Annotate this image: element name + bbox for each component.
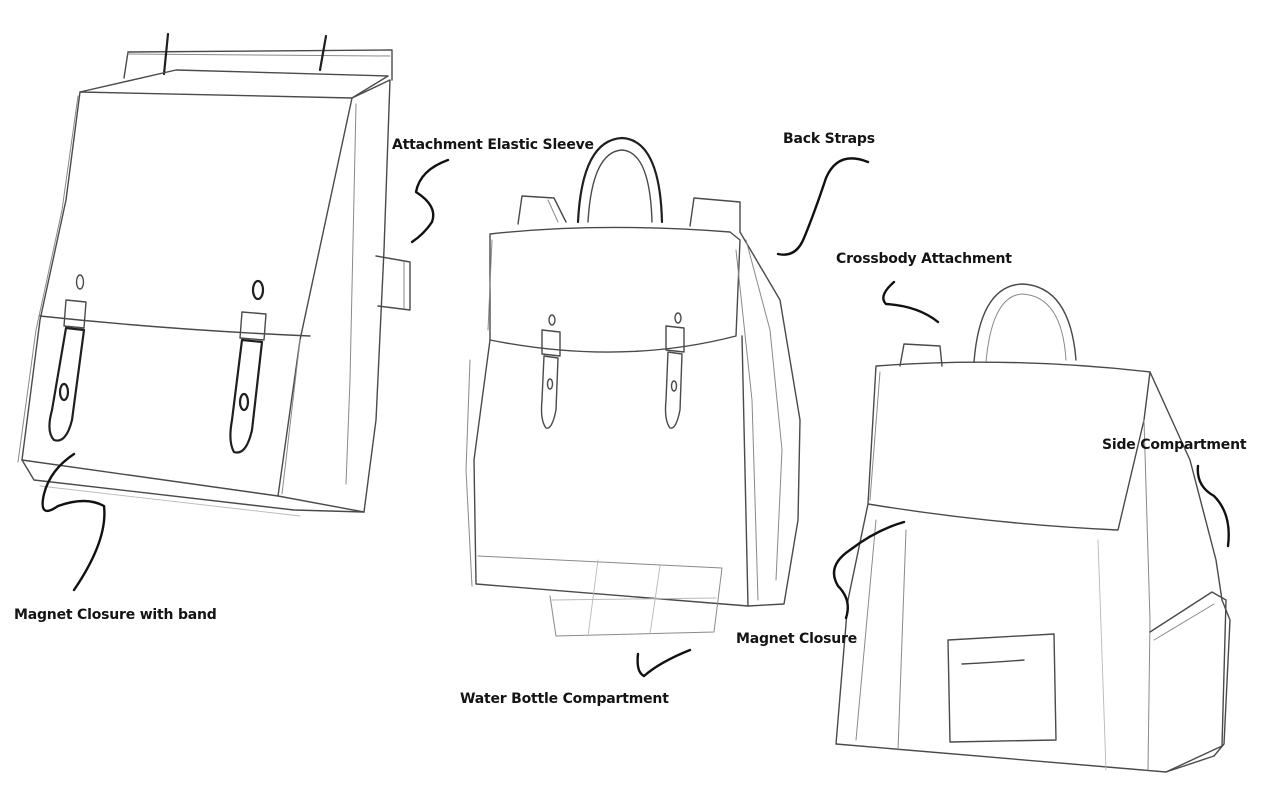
label-water-bottle-compartment: Water Bottle Compartment [460, 691, 669, 707]
leader-magnet-closure [832, 520, 906, 620]
backpack-sketch-3 [835, 283, 1231, 773]
label-crossbody-attachment: Crossbody Attachment [836, 251, 1012, 267]
leader-crossbody-attachment [882, 280, 940, 324]
leader-lines [41, 157, 1230, 678]
leader-magnet-closure-with-band [41, 452, 106, 592]
leader-side-compartment [1196, 464, 1230, 548]
leader-water-bottle-compartment [636, 648, 692, 678]
leader-back-straps [776, 157, 870, 256]
label-magnet-closure-with-band: Magnet Closure with band [14, 607, 217, 623]
label-side-compartment: Side Compartment [1102, 437, 1247, 453]
label-back-straps: Back Straps [783, 131, 875, 147]
backpack-sketch-1 [17, 32, 411, 517]
label-magnet-closure: Magnet Closure [736, 631, 857, 647]
leader-attachment-elastic-sleeve [410, 158, 450, 244]
backpack-sketch-2 [465, 136, 801, 637]
callout-labels: Attachment Elastic Sleeve Back Straps Cr… [14, 131, 1247, 707]
label-attachment-elastic-sleeve: Attachment Elastic Sleeve [392, 137, 594, 153]
